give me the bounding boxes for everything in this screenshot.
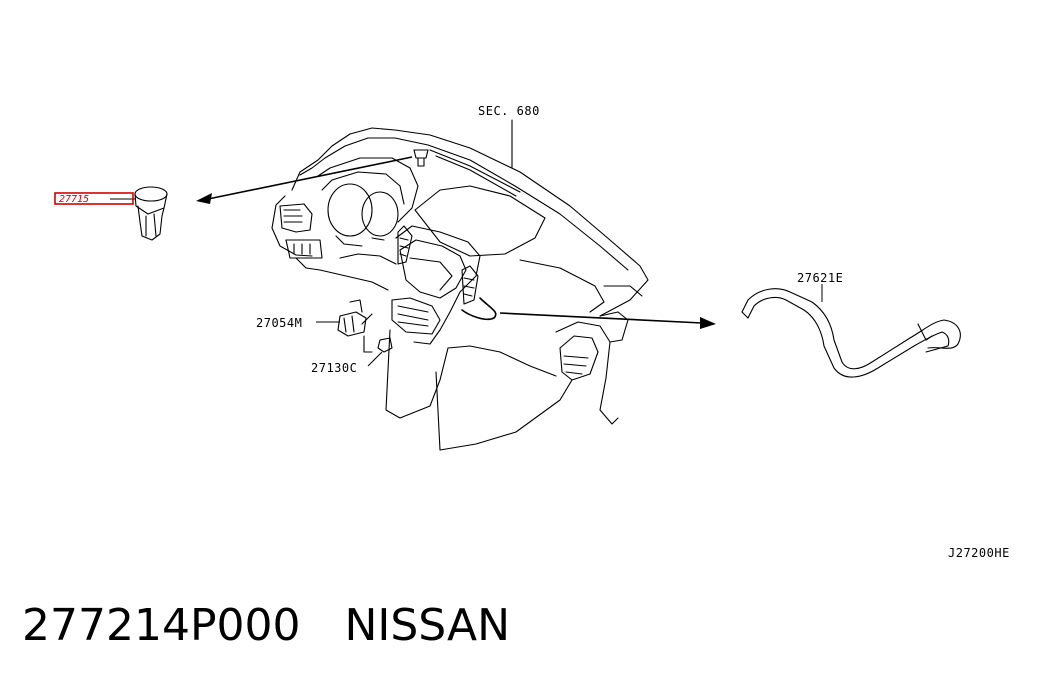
- arrow-to-part-27621e: [499, 312, 716, 329]
- part-27621e-drawing: [741, 284, 961, 378]
- callout-27130c: 27130C: [311, 361, 357, 375]
- arrow-to-part-27715: [196, 156, 413, 204]
- callout-27715-text: 27715: [59, 194, 89, 205]
- part-27054m-drawing: [316, 299, 373, 337]
- brand-name: NISSAN: [344, 600, 511, 651]
- part-27130c-drawing: [363, 335, 393, 367]
- callout-sec-680: SEC. 680: [478, 104, 540, 118]
- callout-27054m: 27054M: [256, 316, 302, 330]
- dashboard-assembly-drawing: [271, 119, 649, 451]
- part-caption: 277214P000 NISSAN: [22, 596, 510, 656]
- part-number: 277214P000: [22, 600, 301, 651]
- figure-code: J27200HE: [948, 546, 1010, 560]
- part-27715-drawing: [110, 186, 168, 241]
- callout-27715-highlighted: 27715: [54, 192, 134, 205]
- callout-27621e: 27621E: [797, 271, 843, 285]
